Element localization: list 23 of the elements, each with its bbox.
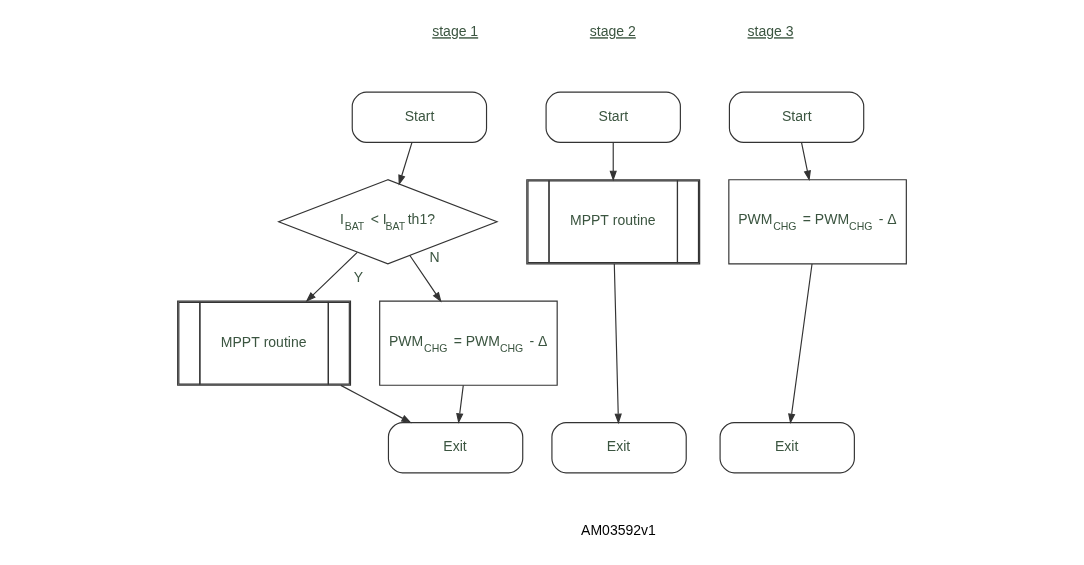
arrow — [800, 142, 811, 182]
arrow — [613, 263, 622, 425]
arrow — [305, 251, 358, 303]
node-box: PWM$_{CHG}$ = PWM$_{CHG}$ - Δ — [379, 300, 558, 386]
node-box: PWM$_{CHG}$ = PWM$_{CHG}$ - Δ — [728, 179, 907, 265]
label: AM03592v1 — [581, 521, 656, 538]
edge-label: N — [429, 248, 440, 265]
arrow — [340, 384, 412, 424]
node-box: Exit — [551, 422, 687, 474]
label: stage 2 — [589, 23, 636, 40]
node-box: Exit — [387, 422, 524, 474]
arrow — [456, 384, 464, 424]
arrow — [409, 254, 442, 303]
arrow — [609, 142, 617, 182]
node-box: Exit — [719, 422, 855, 474]
label: stage 3 — [747, 23, 794, 40]
node-box: Start — [545, 91, 681, 143]
label: stage 1 — [432, 23, 479, 40]
node-box: Start — [728, 91, 865, 143]
edge-label: Y — [353, 268, 364, 285]
arrow — [788, 263, 813, 425]
node-box: Start — [351, 91, 488, 143]
arrow — [398, 142, 413, 186]
